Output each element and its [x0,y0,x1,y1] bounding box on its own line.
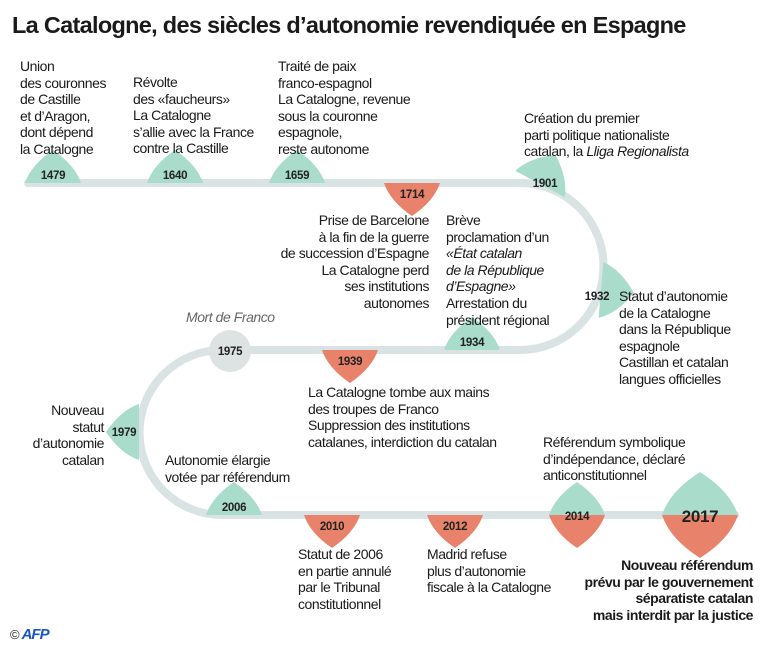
badge-1975: 1975 [209,330,251,372]
svg-text:1640: 1640 [163,170,187,182]
svg-text:1975: 1975 [218,346,243,358]
svg-text:2006: 2006 [222,502,246,514]
svg-text:1714: 1714 [400,189,425,201]
svg-text:2010: 2010 [320,521,344,533]
svg-text:1979: 1979 [112,427,136,439]
svg-text:1934: 1934 [460,337,485,349]
badge-2017: 2017 [662,472,738,558]
svg-text:1479: 1479 [41,170,65,182]
svg-text:2017: 2017 [682,507,719,526]
copyright-symbol: © [10,627,20,642]
credit: © AFP [10,626,50,643]
badge-1640: 1640 [147,150,203,183]
badge-1714: 1714 [384,183,440,216]
badge-1934: 1934 [444,317,500,350]
svg-text:2012: 2012 [443,521,467,533]
badge-2006: 2006 [206,482,262,515]
badge-1939: 1939 [322,350,378,383]
afp-logo: AFP [21,626,50,643]
page-title: La Catalogne, des siècles d’autonomie re… [12,12,686,38]
badge-1479: 1479 [25,150,81,183]
svg-text:1659: 1659 [285,170,309,182]
event-1975-label: Mort de Franco [186,309,275,325]
badge-2012: 2012 [427,515,483,548]
svg-text:1901: 1901 [533,178,558,190]
badge-2014: 2014 [549,482,605,548]
badge-2010: 2010 [304,515,360,548]
badge-1659: 1659 [269,150,325,183]
svg-text:1939: 1939 [338,356,362,368]
svg-text:1932: 1932 [585,291,609,303]
svg-text:2014: 2014 [565,511,590,523]
